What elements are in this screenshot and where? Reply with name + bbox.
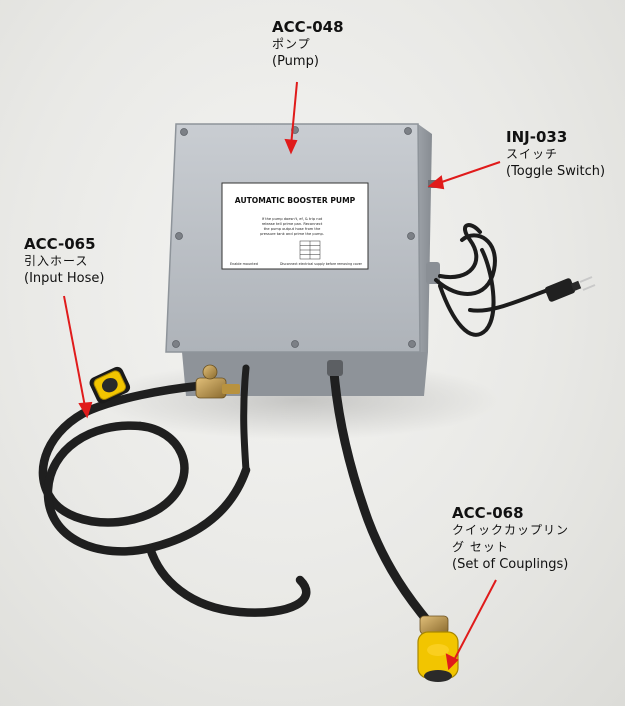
drain-hose <box>240 364 250 474</box>
arrow-couplings <box>451 579 497 665</box>
part-code: ACC-068 <box>452 504 524 522</box>
model-table <box>299 240 321 260</box>
arrow-couplings-head <box>445 653 459 671</box>
screw <box>407 232 415 240</box>
label-line: release tell prime pan. Reconnect <box>262 222 323 226</box>
arrow-switch <box>435 161 501 185</box>
screw <box>172 340 180 348</box>
screw <box>180 128 188 136</box>
part-code: ACC-065 <box>24 235 96 253</box>
screw <box>408 340 416 348</box>
output-hose <box>329 367 435 629</box>
arrow-hose <box>63 295 87 413</box>
warning-label: AUTOMATIC BOOSTER PUMP If the pump doesn… <box>221 182 369 270</box>
callout-switch: INJ-033 スイッチ (Toggle Switch) <box>506 128 605 180</box>
label-line: If the pump doesn't, ef, & trip not <box>262 217 323 221</box>
label-footer-right: Disconnect electrical supply before remo… <box>280 262 363 266</box>
part-name-jp: グ セット <box>452 540 509 554</box>
part-name-en: (Set of Couplings) <box>452 557 569 572</box>
part-name-jp: ポンプ <box>272 37 311 51</box>
label-line: the pump output hose from the <box>264 227 321 231</box>
brass-fitting <box>195 364 240 399</box>
hose-fitting <box>327 360 343 376</box>
part-code: INJ-033 <box>506 128 568 146</box>
output-coupling <box>417 615 459 682</box>
callout-couplings: ACC-068 クイックカップリン グ セット (Set of Coupling… <box>452 504 569 573</box>
callout-arrows <box>63 81 501 671</box>
screw <box>404 127 412 135</box>
input-hose <box>38 381 311 617</box>
callout-pump: ACC-048 ポンプ (Pump) <box>272 18 344 70</box>
part-name-en: (Pump) <box>272 54 319 69</box>
screw <box>175 232 183 240</box>
label-title: AUTOMATIC BOOSTER PUMP <box>235 196 356 205</box>
screw <box>291 340 299 348</box>
power-cord <box>434 223 550 337</box>
part-code: ACC-048 <box>272 18 344 36</box>
part-name-jp: 引入ホース <box>24 254 89 268</box>
label-footer-left: Enable mounted <box>230 262 258 266</box>
callout-hose: ACC-065 引入ホース (Input Hose) <box>24 235 104 287</box>
part-name-jp: クイックカップリン <box>452 523 570 537</box>
part-name-en: (Toggle Switch) <box>506 164 606 179</box>
arrow-hose-head <box>78 401 93 419</box>
arrow-pump-head <box>284 138 298 155</box>
arrow-switch-head <box>427 175 445 190</box>
part-name-jp: スイッチ <box>506 147 559 161</box>
part-name-en: (Input Hose) <box>24 271 105 286</box>
label-line: pressure tank and prime the pump. <box>260 232 324 236</box>
label-plate <box>221 182 369 270</box>
input-coupling <box>89 366 131 404</box>
arrow-pump <box>290 81 298 147</box>
plug-icon <box>544 276 596 302</box>
